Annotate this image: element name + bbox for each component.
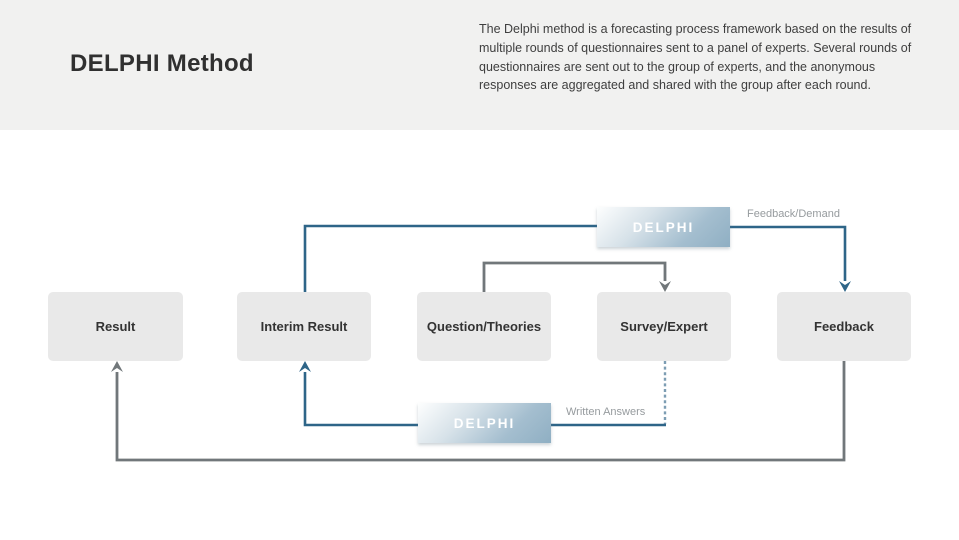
description-paragraph: The Delphi method is a forecasting proce… (479, 22, 912, 93)
node-question-theories: Question/Theories (417, 292, 551, 361)
delphi-bottom-box: DELPHI (418, 403, 551, 443)
header-band (0, 0, 959, 130)
feedback-demand-label: Feedback/Demand (747, 208, 840, 220)
written-answers-label: Written Answers (566, 406, 646, 418)
page-title: DELPHI Method (70, 50, 254, 77)
delphi-top-box: DELPHI (597, 207, 730, 247)
connector-delphi-bottom-to-interim (299, 361, 418, 427)
node-feedback: Feedback (777, 292, 911, 361)
node-interim-result: Interim Result (237, 292, 371, 361)
connector-question-to-survey (482, 261, 671, 292)
node-result: Result (48, 292, 183, 361)
node-survey-expert: Survey/Expert (597, 292, 731, 361)
connector-interim-to-delphi-top (303, 224, 597, 292)
connector-delphi-top-to-feedback (730, 225, 851, 292)
